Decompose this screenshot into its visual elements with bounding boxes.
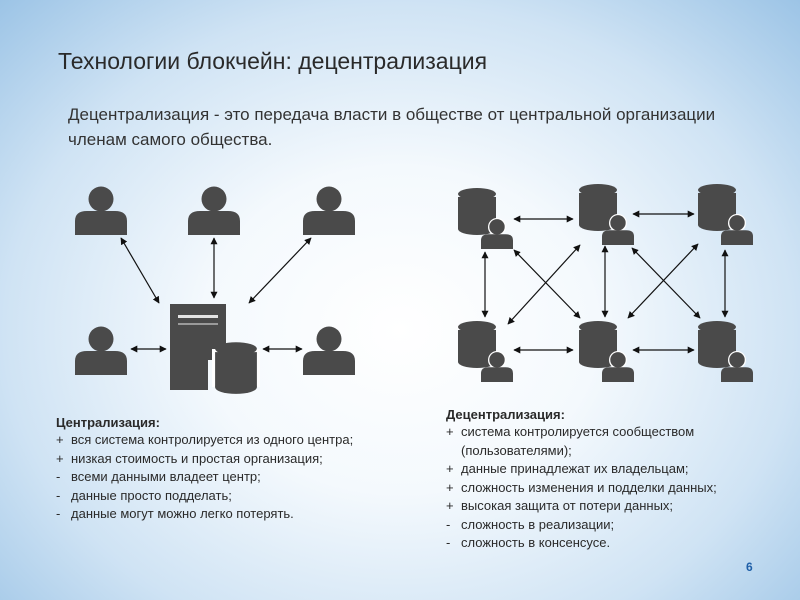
node-top-left bbox=[458, 188, 513, 249]
list-item: + сложность изменения и подделки данных; bbox=[446, 479, 746, 498]
list-mark: - bbox=[446, 535, 451, 550]
list-mark: - bbox=[56, 506, 61, 521]
list-mark: - bbox=[56, 469, 61, 484]
centralized-network bbox=[75, 186, 355, 394]
node-bottom-middle bbox=[579, 321, 634, 382]
list-item: -сложность в консенсусе. bbox=[446, 534, 746, 553]
node-top-right bbox=[698, 184, 753, 245]
centralization-heading: Централизация: bbox=[56, 415, 160, 430]
list-item: + высокая защита от потери данных; bbox=[446, 497, 746, 516]
list-item-text: система контролируется сообществом (поль… bbox=[461, 424, 695, 458]
list-mark: - bbox=[56, 487, 61, 503]
list-item-text: вся система контролируется из одного цен… bbox=[71, 432, 354, 447]
decentralization-list: Децентрализация: + система контролируется… bbox=[446, 407, 746, 553]
user-icon bbox=[303, 326, 355, 375]
list-item: -всеми данными владеет центр; bbox=[56, 468, 386, 487]
user-icon bbox=[75, 186, 127, 235]
page-number: 6 bbox=[746, 560, 753, 574]
centralized-edges bbox=[120, 237, 312, 353]
list-item-text: низкая стоимость и простая организация; bbox=[71, 450, 323, 466]
list-item: + вся система контролируется из одного це… bbox=[56, 431, 386, 450]
list-mark: + bbox=[446, 424, 454, 439]
list-item: + низкая стоимость и простая организация; bbox=[56, 450, 386, 469]
user-icon bbox=[303, 186, 355, 235]
user-icon bbox=[188, 186, 240, 235]
slide-title: Технологии блокчейн: децентрализация bbox=[58, 48, 488, 74]
edge bbox=[120, 237, 160, 304]
list-item-text: данные принадлежат их владельцам; bbox=[461, 461, 689, 476]
list-item: + система контролируется сообществом (пол… bbox=[446, 423, 746, 460]
list-mark: - bbox=[446, 516, 451, 532]
decentralized-edges bbox=[481, 210, 729, 354]
centralization-list: Централизация: + вся система контролирует… bbox=[56, 415, 386, 524]
node-bottom-left bbox=[458, 321, 513, 382]
list-item-text: данные просто подделать; bbox=[71, 487, 232, 503]
list-mark: + bbox=[446, 479, 454, 495]
list-item-text: высокая защита от потери данных; bbox=[461, 498, 674, 513]
list-mark: + bbox=[56, 432, 64, 447]
node-bottom-right bbox=[698, 321, 753, 382]
definition-text: Децентрализация - это передача власти в … bbox=[68, 105, 716, 149]
list-mark: + bbox=[446, 498, 454, 513]
list-item: -данные могут можно легко потерять. bbox=[56, 505, 386, 524]
list-mark: + bbox=[56, 450, 64, 466]
edge bbox=[627, 243, 699, 319]
list-item-text: сложность в реализации; bbox=[461, 516, 615, 532]
node-top-middle bbox=[579, 184, 634, 245]
database-icon bbox=[212, 342, 260, 394]
list-item-text: всеми данными владеет центр; bbox=[71, 469, 261, 484]
list-item-text: сложность изменения и подделки данных; bbox=[461, 479, 717, 495]
decentralized-network bbox=[458, 184, 753, 382]
list-item: -данные просто подделать; bbox=[56, 487, 386, 506]
edge bbox=[507, 244, 581, 325]
list-item: -сложность в реализации; bbox=[446, 516, 746, 535]
list-mark: + bbox=[446, 461, 454, 476]
list-item: + данные принадлежат их владельцам; bbox=[446, 460, 746, 479]
edge bbox=[513, 249, 581, 319]
server-icon bbox=[170, 304, 226, 390]
user-icon bbox=[75, 326, 127, 375]
edge bbox=[248, 237, 312, 304]
list-item-text: сложность в консенсусе. bbox=[461, 535, 611, 550]
edge bbox=[631, 247, 701, 319]
list-item-text: данные могут можно легко потерять. bbox=[71, 506, 294, 521]
decentralization-heading: Децентрализация: bbox=[446, 407, 565, 422]
